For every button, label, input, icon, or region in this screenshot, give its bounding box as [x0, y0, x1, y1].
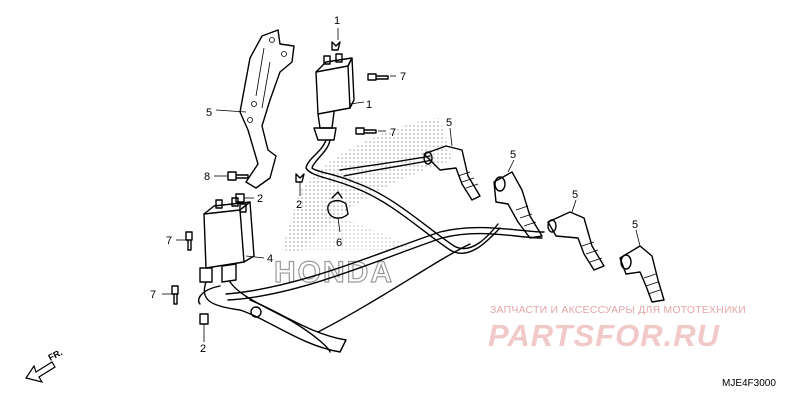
part-1-ignition-coil-upper[interactable] — [313, 53, 355, 141]
part-2-clip-d[interactable] — [199, 313, 209, 325]
part-7-bolt-b[interactable] — [355, 127, 377, 135]
watermark-tagline: ЗАПЧАСТИ И АКСЕССУАРЫ ДЛЯ МОТОТЕХНИКИ — [490, 304, 746, 316]
callout-2: 2 — [257, 193, 263, 205]
part-4-bracket[interactable] — [239, 29, 295, 189]
callout-2: 2 — [200, 343, 206, 355]
watermark-logo: PARTSFOR.RU — [488, 318, 721, 353]
callout-7: 7 — [390, 127, 396, 139]
callout-8: 8 — [204, 171, 210, 183]
callout-2: 1 — [334, 15, 340, 27]
part-8-bolt[interactable] — [227, 171, 249, 181]
high-tension-leads — [197, 139, 545, 353]
part-5-plug-cap-1[interactable] — [423, 145, 481, 201]
callout-7: 7 — [150, 289, 156, 301]
part-5-plug-cap-3[interactable] — [547, 211, 605, 271]
callout-5: 5 — [446, 117, 452, 129]
part-2-clip-b[interactable] — [295, 173, 305, 183]
callout-1: 1 — [366, 99, 372, 111]
part-5-plug-cap-2[interactable] — [493, 171, 543, 239]
honda-logo-text: HONDA — [274, 256, 394, 289]
leader-lines — [162, 28, 641, 342]
callout-5: 5 — [572, 189, 578, 201]
callouts: 1 1 5 8 2 2 4 7 7 2 6 7 7 5 5 5 5 — [150, 15, 638, 355]
callout-7: 7 — [166, 235, 172, 247]
part-3-ignition-coil-lower[interactable] — [199, 197, 255, 283]
part-5-plug-cap-4[interactable] — [619, 245, 665, 303]
part-7-bolt-a[interactable] — [367, 73, 389, 81]
callout-5: 5 — [510, 149, 516, 161]
part-6-clamp[interactable] — [327, 191, 349, 219]
callout-2: 2 — [296, 199, 302, 211]
part-2-clip-a[interactable] — [331, 41, 341, 51]
honda-wing-logo: HONDA — [273, 118, 452, 290]
callout-6: 6 — [336, 237, 342, 249]
callout-3: 4 — [267, 253, 273, 265]
diagram-code: MJE4F3000 — [722, 378, 776, 389]
callout-4: 5 — [206, 107, 212, 119]
part-7-bolt-c[interactable] — [185, 231, 193, 251]
callout-7: 7 — [400, 71, 406, 83]
front-direction-arrow — [25, 361, 56, 383]
callout-5: 5 — [632, 219, 638, 231]
part-7-bolt-d[interactable] — [171, 285, 179, 305]
